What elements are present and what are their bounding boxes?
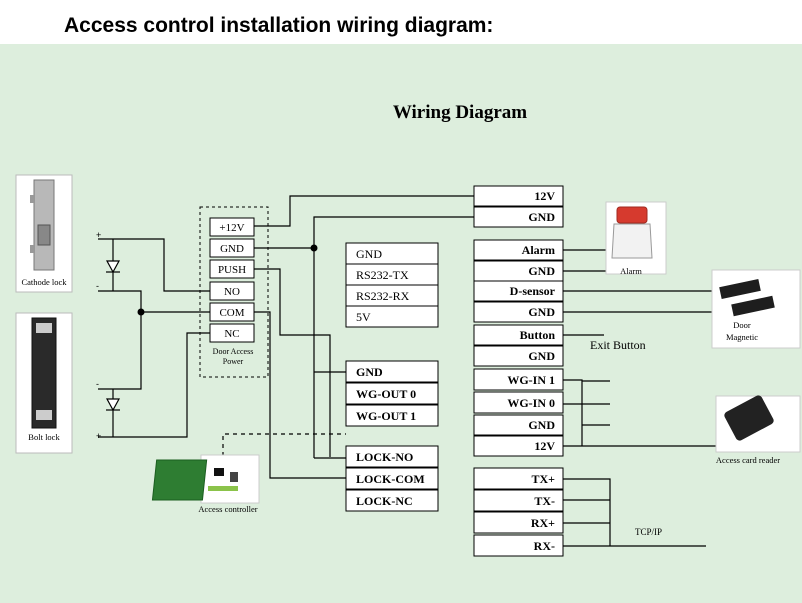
right-terminal-label: TX-: [534, 494, 555, 508]
wires: [98, 195, 730, 547]
power-terminal-label: NO: [224, 286, 240, 298]
rs232-group: GND RS232-TX RS232-RX 5V: [345, 242, 439, 328]
plus-marker: +: [96, 431, 101, 441]
power-terminal: [209, 302, 255, 322]
right-terminal-label: GND: [528, 210, 555, 224]
card-reader-label: Access card reader: [716, 455, 780, 465]
right-terminal-label: GND: [528, 349, 555, 363]
door-magnetic-label: Magnetic: [726, 332, 758, 342]
power-terminal: [209, 281, 255, 301]
power-terminal: [209, 259, 255, 279]
power-terminals: +12V GND PUSH NO COM NC: [209, 217, 255, 343]
right-terminal-label: 12V: [534, 189, 555, 203]
wiegand-out-label: WG-OUT 0: [356, 387, 416, 401]
door-magnetic-label: Door: [733, 320, 751, 330]
page-title: Access control installation wiring diagr…: [64, 14, 494, 37]
minus-marker: -: [96, 379, 99, 389]
right-terminal-label: WG-IN 1: [507, 373, 555, 387]
power-terminal: [209, 238, 255, 258]
junction-dot: [310, 244, 318, 252]
right-terminal-label: GND: [528, 305, 555, 319]
bolt-lock: Bolt lock: [15, 312, 73, 454]
minus-marker: -: [96, 281, 99, 291]
power-terminal-label: NC: [224, 328, 239, 340]
power-terminal-label: COM: [219, 307, 244, 319]
plus-marker: +: [96, 230, 101, 240]
power-terminal-label: +12V: [219, 222, 244, 234]
right-terminal-label: D-sensor: [510, 284, 556, 298]
tcpip-label: TCP/IP: [635, 527, 662, 537]
wiegand-out-label: GND: [356, 365, 383, 379]
rs232-label: RS232-RX: [356, 289, 410, 303]
right-terminal-label: GND: [528, 418, 555, 432]
right-terminal-label: GND: [528, 264, 555, 278]
power-terminal: [209, 323, 255, 343]
power-box-outline: [199, 206, 269, 378]
power-terminal-label: PUSH: [218, 264, 246, 276]
alarm-siren-icon: [605, 201, 667, 275]
right-terminal-label: TX+: [531, 472, 555, 486]
power-terminal: [209, 217, 255, 237]
power-terminal-label: GND: [220, 243, 244, 255]
door-magnetic-icon: [711, 269, 801, 349]
power-box-label: Door Access: [213, 347, 254, 356]
right-terminal-label: 12V: [534, 439, 555, 453]
rs232-label: RS232-TX: [356, 268, 409, 282]
cathode-lock: Cathode lock: [15, 174, 73, 293]
right-terminal-label: RX+: [531, 516, 555, 530]
access-controller-label: Access controller: [198, 504, 257, 514]
alarm-label: Alarm: [620, 266, 642, 276]
junction-dot: [137, 308, 145, 316]
right-terminal-label: WG-IN 0: [507, 396, 555, 410]
bolt-lock-label: Bolt lock: [28, 432, 60, 442]
power-box-label: Power: [223, 357, 244, 366]
wiegand-out-label: WG-OUT 1: [356, 409, 416, 423]
right-terminal-label: Alarm: [522, 243, 555, 257]
lock-label: LOCK-NO: [356, 450, 413, 464]
diode-icon: [105, 398, 121, 412]
lock-group: LOCK-NO LOCK-COM LOCK-NC: [345, 445, 439, 512]
diagram-title: Wiring Diagram: [393, 102, 527, 123]
rs232-label: 5V: [356, 310, 371, 324]
exit-button-label: Exit Button: [590, 338, 646, 352]
right-terminal-label: Button: [520, 328, 556, 342]
access-controller-icon: [151, 454, 260, 504]
rs232-label: GND: [356, 247, 382, 261]
wiegand-out-group: GND WG-OUT 0 WG-OUT 1: [345, 360, 439, 427]
lock-label: LOCK-NC: [356, 494, 413, 508]
card-reader-icon: [715, 395, 801, 453]
right-terminal-label: RX-: [534, 539, 555, 553]
lock-label: LOCK-COM: [356, 472, 425, 486]
right-terminals: 12V GND Alarm GND D-sensor GND Button GN…: [473, 185, 564, 557]
cathode-lock-label: Cathode lock: [21, 277, 67, 287]
diode-icon: [105, 260, 121, 274]
